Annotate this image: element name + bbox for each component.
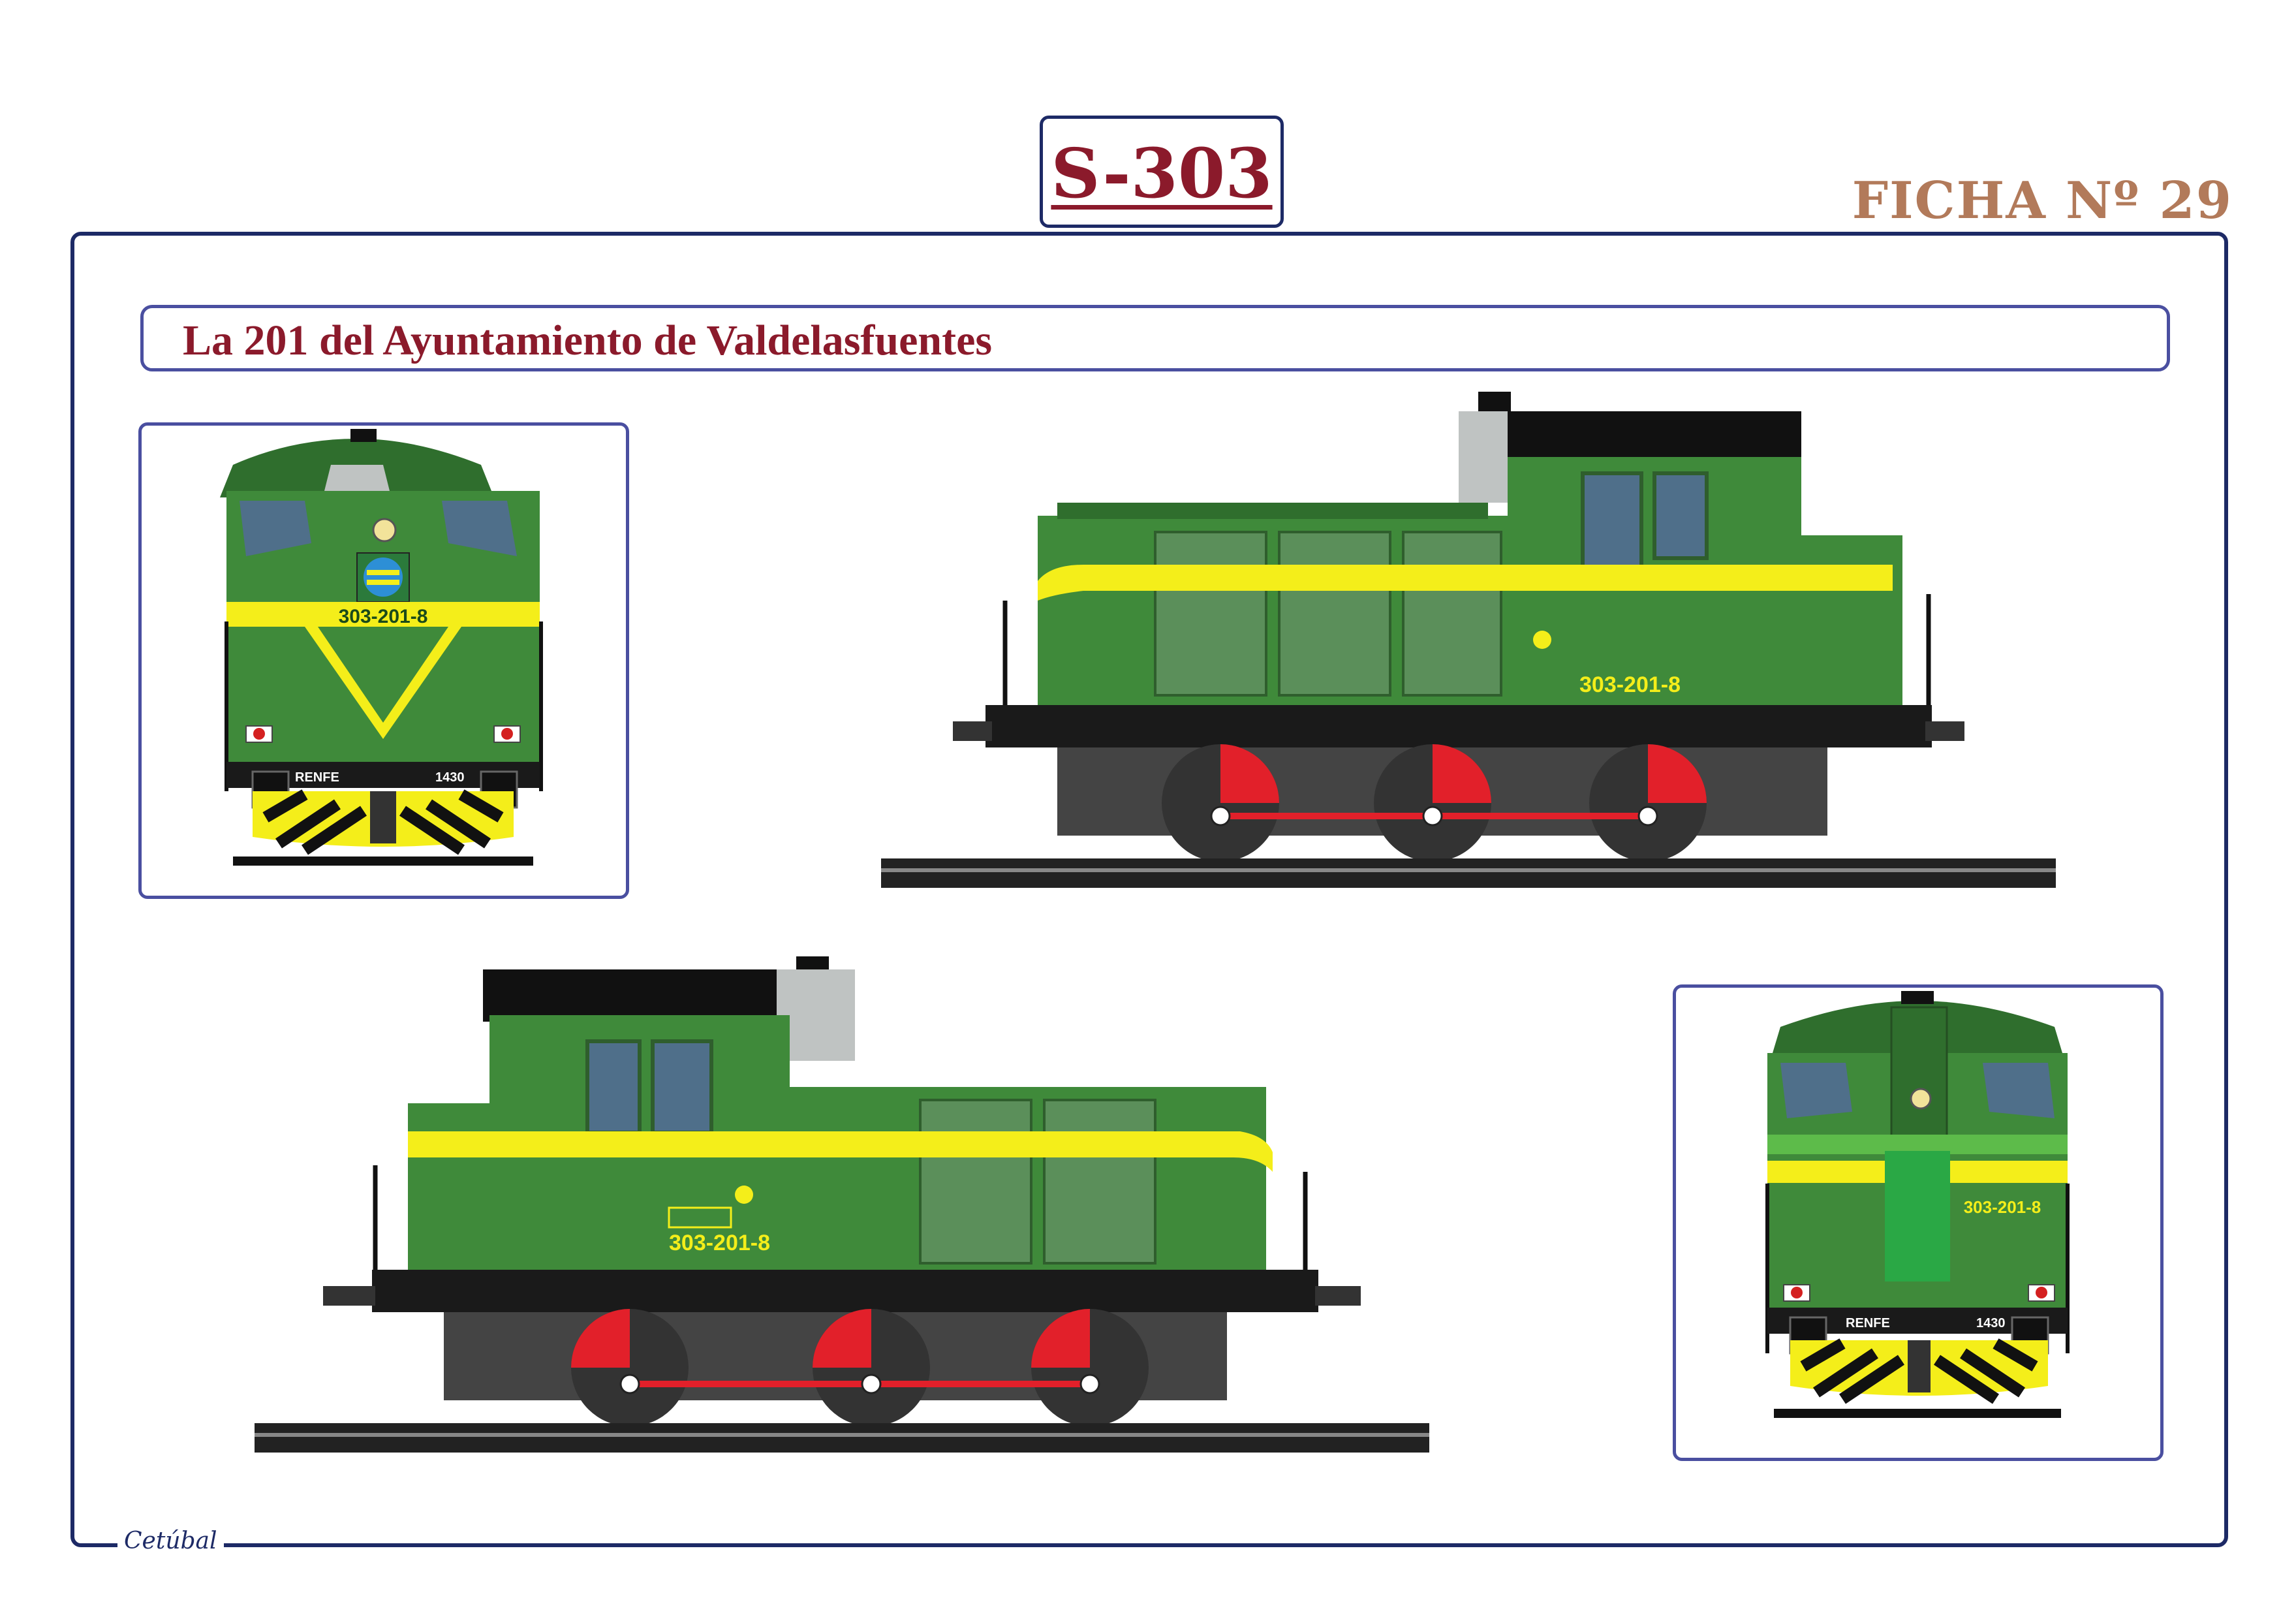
front-number: 303-201-8 (339, 606, 428, 627)
front-view-drawing: 303-201-8 RENFE 1430 (220, 429, 543, 866)
front-renfe-mark: RENFE (295, 770, 339, 785)
author-credit: Cetúbal (117, 1528, 224, 1554)
left-side-view-drawing: 303-201-8 (881, 392, 2056, 888)
ficha-number: FICHA Nº 29 (1852, 171, 2233, 230)
right-side-view-drawing: 303-201-8 (255, 956, 1429, 1453)
subtitle: La 201 del Ayuntamiento de Valdelasfuent… (183, 317, 993, 364)
front-buffer-number: 1430 (435, 770, 465, 785)
main-frame (70, 232, 2228, 1547)
rear-view-drawing: 303-201-8 RENFE 1430 (1765, 991, 2070, 1418)
rear-renfe-mark: RENFE (1846, 1316, 1890, 1330)
rear-buffer-number: 1430 (1976, 1316, 2006, 1330)
page-title: S-303 (1051, 133, 1273, 213)
front-view-panel: 303-201-8 RENFE 1430 (138, 422, 629, 899)
rear-number: 303-201-8 (1964, 1197, 2041, 1217)
left-side-number: 303-201-8 (1579, 672, 1681, 697)
subtitle-box: La 201 del Ayuntamiento de Valdelasfuent… (140, 305, 2170, 371)
rear-view-panel: 303-201-8 RENFE 1430 (1673, 984, 2164, 1461)
title-box: S-303 (1040, 116, 1284, 228)
right-side-number: 303-201-8 (669, 1231, 770, 1255)
